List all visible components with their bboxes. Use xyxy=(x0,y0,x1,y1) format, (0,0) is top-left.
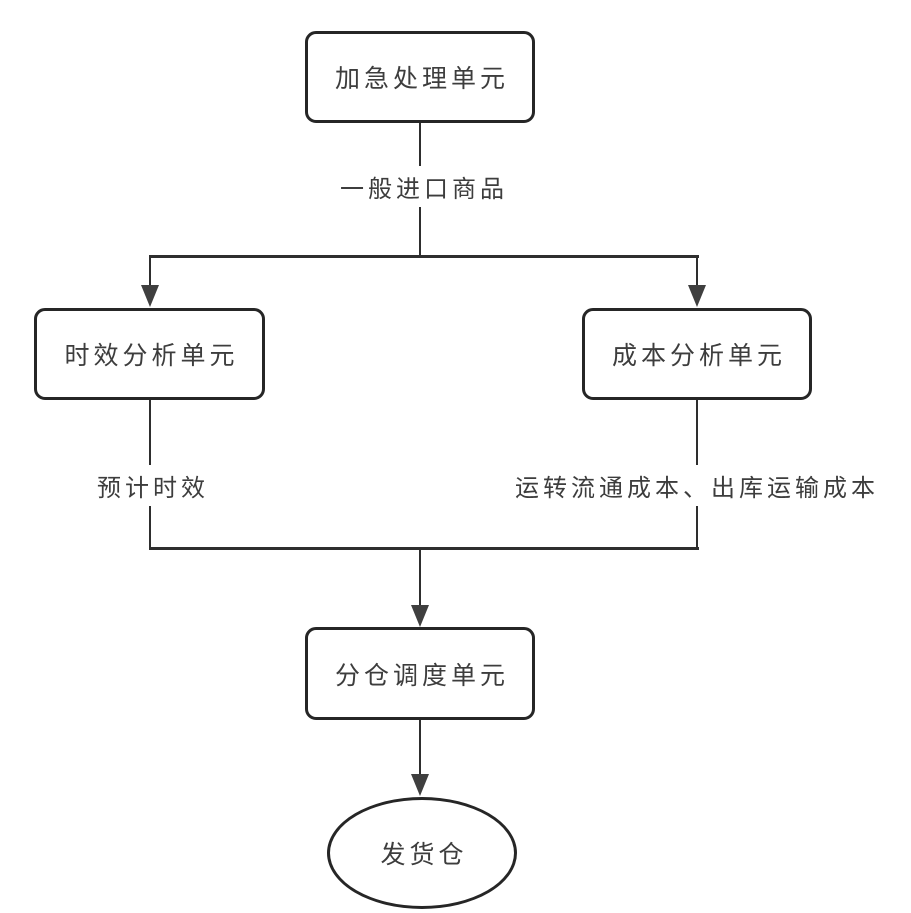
node-label: 加急处理单元 xyxy=(334,65,509,93)
node-shipping-warehouse: 发货仓 xyxy=(327,797,517,909)
arrowhead-into-timeliness xyxy=(141,285,159,307)
node-label: 成本分析单元 xyxy=(611,342,786,370)
connector-branch-right xyxy=(696,255,698,288)
connector-branch-left xyxy=(149,255,151,288)
arrowhead-into-dispatch xyxy=(411,605,429,627)
node-cost-analysis-unit: 成本分析单元 xyxy=(582,308,812,400)
node-label: 分仓调度单元 xyxy=(334,661,509,690)
arrowhead-into-cost xyxy=(688,285,706,307)
node-warehouse-dispatch-unit: 分仓调度单元 xyxy=(305,627,535,720)
edge-label-estimated-time: 预计时效 xyxy=(92,465,214,506)
arrowhead-into-warehouse xyxy=(411,774,429,796)
edge-label-general-imported-goods: 一般进口商品 xyxy=(335,166,513,207)
connector-dispatch-down xyxy=(419,720,421,776)
node-timeliness-analysis-unit: 时效分析单元 xyxy=(34,308,265,400)
edge-label-transfer-and-outbound-costs: 运转流通成本、出库运输成本 xyxy=(510,465,884,506)
connector-branch-bar xyxy=(149,255,699,258)
node-expedite-processing-unit: 加急处理单元 xyxy=(305,31,535,123)
connector-merge-bar xyxy=(149,547,699,550)
node-label: 时效分析单元 xyxy=(64,342,239,370)
node-label: 发货仓 xyxy=(380,841,468,869)
connector-merge-down xyxy=(419,547,421,607)
